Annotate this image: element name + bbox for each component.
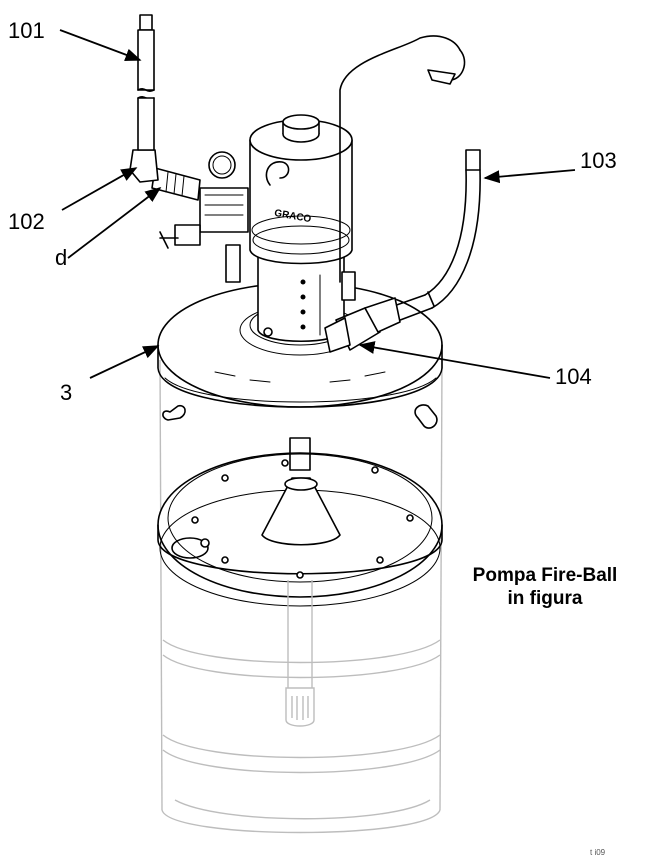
arrow-3 — [89, 345, 160, 379]
callout-101: 101 — [8, 18, 45, 43]
arrow-103 — [483, 169, 576, 184]
callout-3: 3 — [60, 380, 73, 405]
caption-line-1: Pompa Fire-Ball — [472, 565, 618, 586]
callout-102: 102 — [8, 209, 45, 234]
callout-d: d — [55, 245, 68, 270]
callout-103: 103 — [580, 148, 617, 173]
follower-plate — [157, 452, 443, 607]
arrow-102 — [61, 167, 138, 211]
hose-101 — [137, 14, 155, 151]
pump-body — [249, 114, 353, 342]
arrow-104 — [358, 341, 551, 379]
pump-lower-tube — [285, 437, 315, 727]
outlet-fitting-104 — [324, 297, 401, 353]
caption-line-2: in figura — [507, 587, 583, 609]
arrow-d — [67, 187, 162, 259]
arrow-101 — [59, 29, 142, 61]
figure-reference: t i09 — [590, 848, 606, 857]
air-regulator — [159, 151, 249, 283]
drum — [159, 359, 443, 834]
elbow-102 — [129, 149, 159, 183]
air-coupler — [151, 167, 201, 201]
ground-wire — [339, 35, 466, 301]
caption: Pompa Fire-Ball in figura — [455, 565, 635, 611]
callout-104: 104 — [555, 364, 592, 389]
hose-103 — [387, 149, 481, 323]
